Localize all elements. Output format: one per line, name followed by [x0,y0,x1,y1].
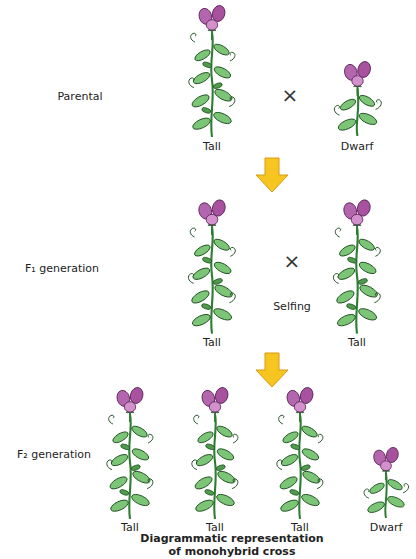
tall-plant [188,198,235,333]
phenotype-label: Tall [348,336,366,349]
phenotype-label: Dwarf [341,140,374,153]
generation-label: F₂ generation [17,448,91,461]
tall-plant [107,386,153,519]
phenotype-label: Tall [203,140,221,153]
phenotype-label: Dwarf [370,521,403,534]
tall-plant [189,4,235,137]
dwarf-plant [364,446,409,518]
down-arrow [256,158,288,192]
tall-plant [192,386,238,519]
cross-symbol: × [282,84,299,106]
generation-label: F₁ generation [25,262,99,275]
phenotype-label: Tall [203,336,221,349]
down-arrow [256,353,288,387]
tall-plant [333,198,380,333]
phenotype-label: Tall [121,521,139,534]
process-label: Selfing [273,300,311,313]
cross-symbol: × [284,250,301,272]
dwarf-plant [334,60,381,136]
tall-plant [277,386,323,519]
figure-caption: Diagrammatic representation of monohybri… [137,533,327,558]
generation-label: Parental [57,90,102,103]
